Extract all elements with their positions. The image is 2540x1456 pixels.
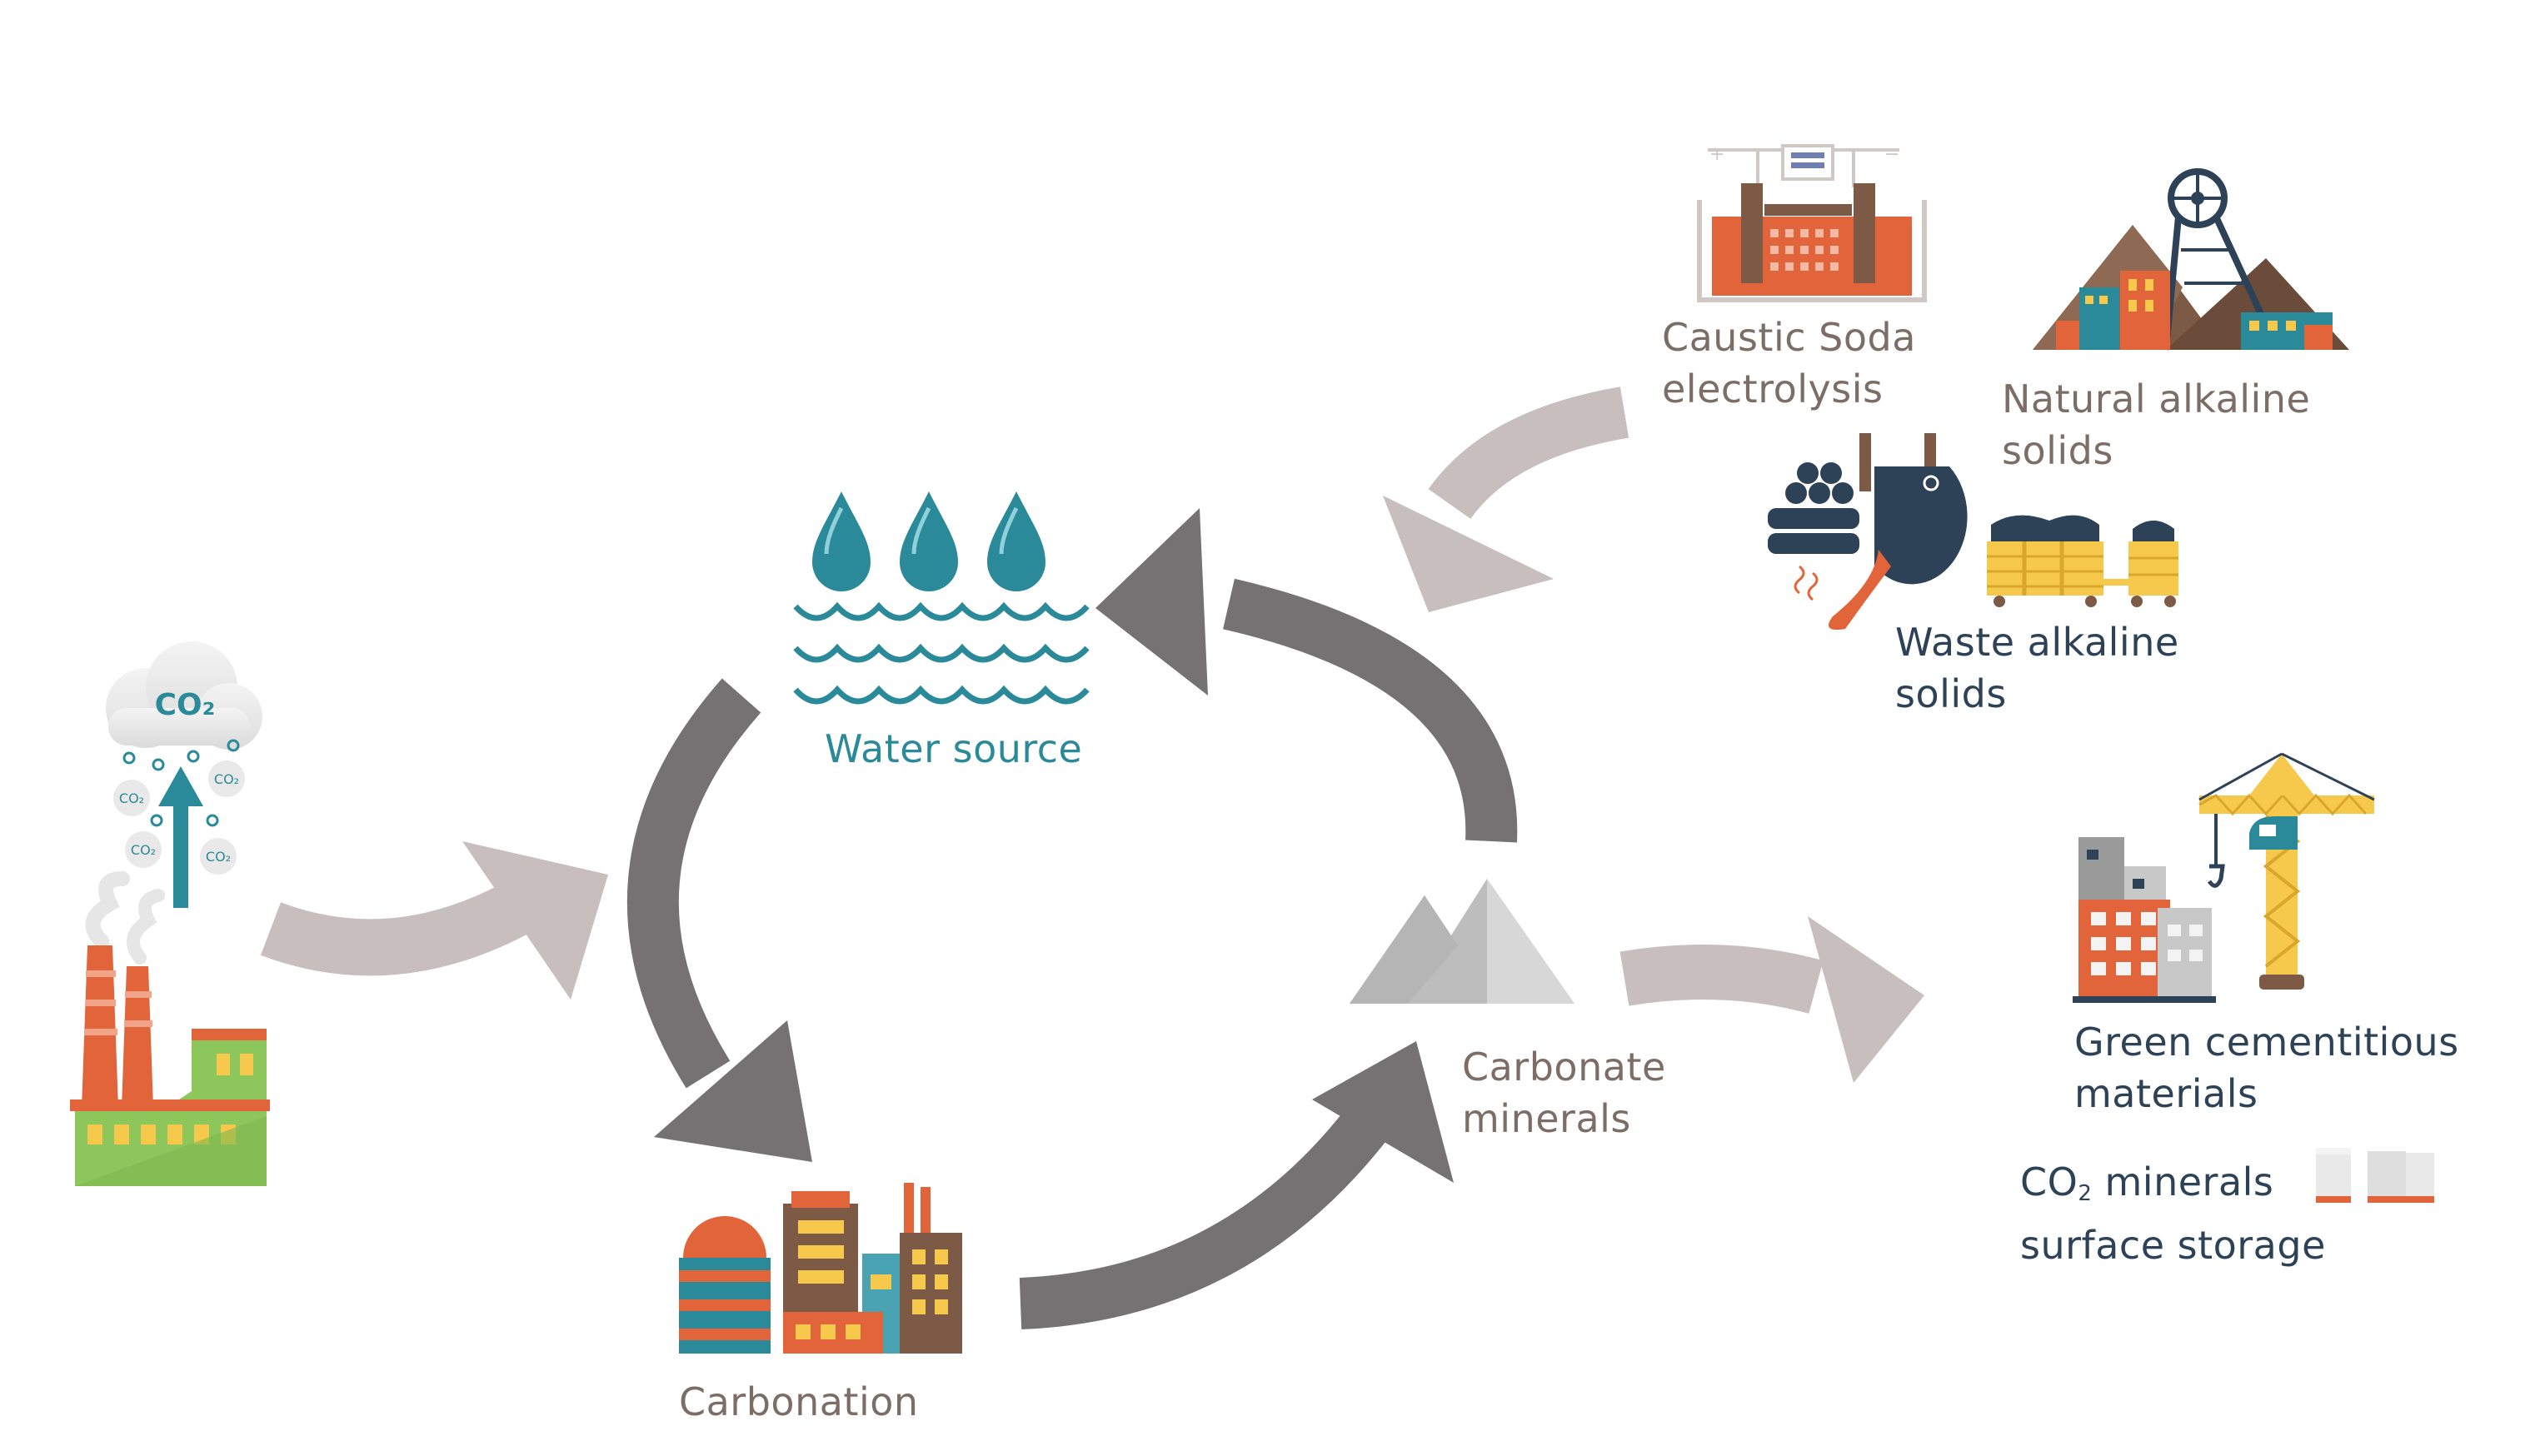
storage-blocks-icon	[2316, 1148, 2434, 1203]
arrow-product-output	[1619, 916, 1924, 1083]
flow-arrows	[260, 386, 1924, 1083]
carbonate-label-line1: Carbonate	[1462, 1045, 1666, 1090]
green-cementitious-label: Green cementitious materials	[2074, 1016, 2459, 1119]
co2-bubble-text: CO₂	[214, 771, 239, 787]
storage-label-line1: CO2 minerals	[2020, 1156, 2326, 1219]
storage-minerals-text: minerals	[2092, 1159, 2274, 1204]
water-source-label: Water source	[825, 726, 1083, 771]
co2-bubble-text: CO₂	[206, 849, 231, 865]
co2-bubble-text: CO₂	[131, 842, 156, 858]
waste-label-line1: Waste alkaline	[1895, 620, 2179, 665]
co2-bubble-text: CO₂	[119, 790, 144, 806]
svg-text:−: −	[1884, 144, 1899, 165]
carbonation-plant-icon	[679, 1183, 962, 1354]
mineral-pile-icon	[1350, 879, 1574, 1004]
storage-co-text: CO	[2020, 1159, 2078, 1204]
co2-cloud-icon: CO₂	[106, 641, 262, 750]
co2-bubbles-icon: CO₂ CO₂ CO₂ CO₂	[113, 739, 245, 875]
green-label-line2: materials	[2074, 1071, 2258, 1116]
caustic-label-line2: electrolysis	[1662, 366, 1884, 411]
svg-text:+: +	[1709, 144, 1724, 165]
carbonation-label: Carbonation	[679, 1379, 919, 1424]
co2-storage-label: CO2 minerals surface storage	[2020, 1156, 2326, 1271]
co2-up-arrow-icon	[158, 766, 203, 908]
arrow-carbonate-to-water	[1095, 508, 1518, 843]
storage-subscript: 2	[2078, 1181, 2093, 1206]
natural-label-line1: Natural alkaline	[2002, 376, 2311, 421]
waste-label-line2: solids	[1895, 671, 2007, 716]
caustic-label-line1: Caustic Soda	[1662, 315, 1916, 360]
factory-co2-icon: CO₂ CO₂ CO₂ CO₂ CO₂	[70, 641, 270, 1186]
factory-icon	[70, 871, 270, 1186]
co2-cloud-text: CO₂	[155, 688, 216, 722]
waste-alkaline-label: Waste alkaline solids	[1895, 616, 2179, 720]
cycle-arrows	[626, 508, 1518, 1329]
electrolysis-cell-icon: + −	[1697, 144, 1927, 302]
green-label-line1: Green cementitious	[2074, 1020, 2459, 1065]
arrow-alkaline-input	[1383, 386, 1629, 612]
construction-crane-icon	[2073, 752, 2375, 1003]
carbonate-minerals-label: Carbonate minerals	[1462, 1041, 1666, 1144]
natural-label-line2: solids	[2002, 428, 2113, 473]
steel-slag-icon	[1768, 433, 2178, 630]
natural-alkaline-label: Natural alkaline solids	[2002, 373, 2310, 476]
storage-label-line2: surface storage	[2020, 1223, 2326, 1268]
caustic-soda-label: Caustic Soda electrolysis	[1662, 312, 1916, 415]
arrow-water-to-carbonation	[626, 678, 812, 1162]
arrow-co2-input	[260, 841, 608, 1000]
mine-icon	[2033, 168, 2349, 351]
arrow-carbonation-to-carbonate	[1019, 1041, 1454, 1329]
water-drops-icon	[793, 491, 1090, 705]
carbonate-label-line2: minerals	[1462, 1096, 1631, 1141]
